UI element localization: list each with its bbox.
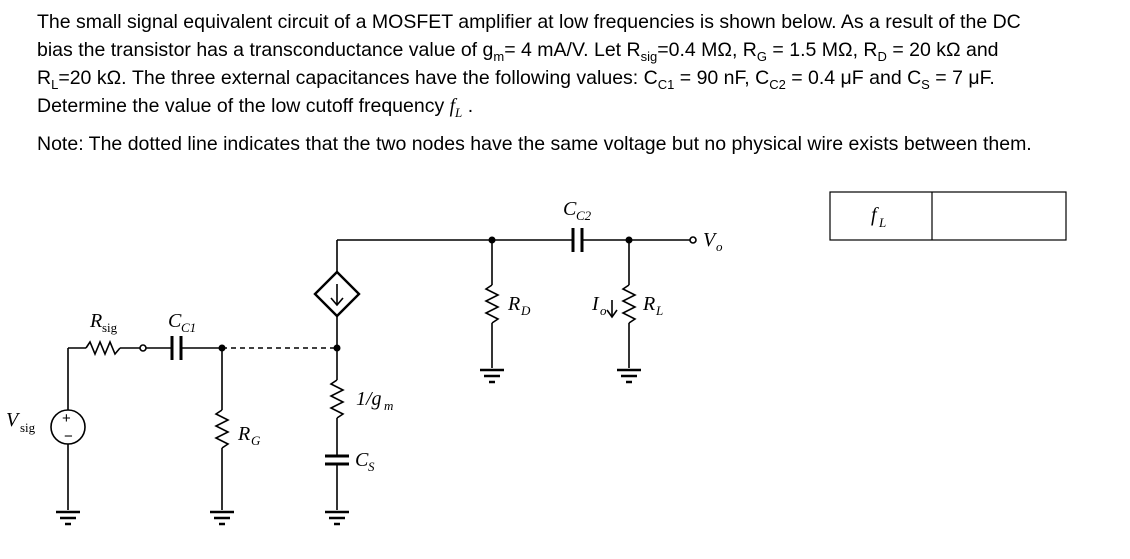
rg-resistor xyxy=(214,409,230,449)
problem-line-1: The small signal equivalent circuit of a… xyxy=(37,11,1021,33)
note-text: Note: The dotted line indicates that the… xyxy=(37,133,1032,155)
inv-gm-label: 1/g xyxy=(356,388,382,410)
cs-label-sub: S xyxy=(368,459,375,474)
vsig-label-sub: sig xyxy=(20,420,36,435)
rg-label-sub: G xyxy=(251,433,261,448)
rsig-label-sub: sig xyxy=(102,320,118,335)
rl-label: R xyxy=(642,293,655,315)
ground-rl xyxy=(617,368,641,384)
answer-table-label-sub: L xyxy=(878,215,886,230)
inv-gm-label-sub: m xyxy=(384,398,393,413)
rsig-resistor xyxy=(85,339,121,357)
rl-label-sub: L xyxy=(655,303,663,318)
cc2-label-sub: C2 xyxy=(576,208,592,223)
dependent-current-source xyxy=(313,270,361,318)
io-label-sub: o xyxy=(600,303,607,318)
ground-vsig xyxy=(56,444,80,526)
junction-drain xyxy=(488,236,496,244)
junction-output xyxy=(625,236,633,244)
ground-rd xyxy=(480,368,504,384)
problem-statement: The small signal equivalent circuit of a… xyxy=(37,8,1107,121)
vsig-label: V xyxy=(6,409,21,431)
vo-label: V xyxy=(703,229,718,251)
io-label: I xyxy=(591,293,600,315)
rd-label: R xyxy=(507,293,520,315)
rl-resistor xyxy=(621,284,637,324)
vo-label-sub: o xyxy=(716,239,723,254)
output-node xyxy=(689,236,697,244)
rg-label: R xyxy=(237,423,250,445)
fl-answer-input[interactable] xyxy=(933,192,1065,239)
rd-label-sub: D xyxy=(520,303,531,318)
junction-source xyxy=(333,344,341,352)
input-node xyxy=(139,344,147,352)
cc2-label: C xyxy=(563,198,577,220)
cs-label: C xyxy=(355,449,369,471)
cc1-label-sub: C1 xyxy=(181,320,196,335)
ground-rg xyxy=(210,510,234,526)
junction-gate xyxy=(218,344,226,352)
problem-line-4: Determine the value of the low cutoff fr… xyxy=(37,95,474,120)
problem-line-2: bias the transistor has a transconductan… xyxy=(37,39,999,64)
rd-resistor xyxy=(484,284,500,324)
vsig-minus: − xyxy=(64,428,73,445)
answer-table-label: f xyxy=(871,204,879,226)
inv-gm-resistor xyxy=(329,379,345,419)
rsig-label: R xyxy=(89,310,102,332)
ground-cs xyxy=(325,510,349,526)
problem-line-3: RL=20 kΩ. The three external capacitance… xyxy=(37,67,995,92)
vsig-plus: + xyxy=(62,410,71,427)
cc1-label: C xyxy=(168,310,182,332)
